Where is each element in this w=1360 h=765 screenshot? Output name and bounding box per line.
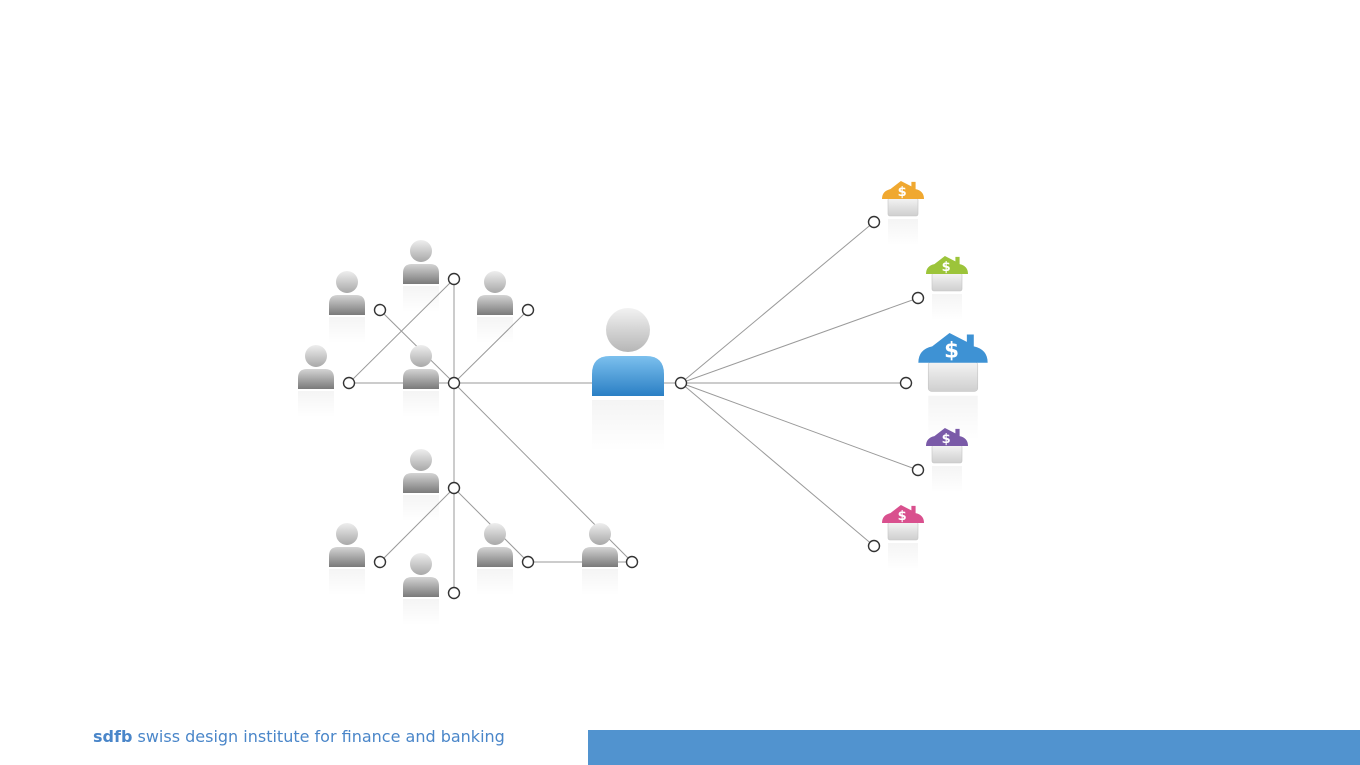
connector-node — [625, 555, 639, 569]
user-body — [403, 473, 439, 493]
icon-reflection — [329, 569, 365, 595]
house-body — [927, 361, 979, 392]
user-head — [606, 308, 650, 352]
house-roof — [882, 181, 924, 199]
icon-reflection — [888, 543, 918, 570]
dollar-symbol: $ — [942, 432, 951, 447]
icon-reflection — [582, 569, 618, 595]
peer-user-icon — [403, 553, 439, 625]
user-head — [410, 449, 432, 471]
user-body — [403, 264, 439, 284]
user-head — [410, 345, 432, 367]
connector-node — [342, 376, 356, 390]
peer-user-icon — [403, 240, 439, 312]
connector-node — [447, 586, 461, 600]
connector-node — [867, 539, 881, 553]
peer-user-icon — [582, 523, 618, 595]
user-body — [477, 295, 513, 315]
user-head — [410, 240, 432, 262]
user-head — [589, 523, 611, 545]
dollar-symbol: $ — [898, 509, 907, 524]
house-dollar-icon: $ — [882, 505, 924, 570]
house-roof — [882, 505, 924, 523]
house-dollar-icon: $ — [926, 256, 968, 321]
connector-node — [899, 376, 913, 390]
connector-node — [674, 376, 688, 390]
user-head — [484, 271, 506, 293]
house-roof — [926, 428, 968, 446]
icon-reflection — [403, 286, 439, 312]
brand-abbreviation: sdfb — [93, 727, 133, 746]
peer-user-icon — [298, 345, 334, 417]
icon-reflection — [592, 400, 664, 452]
connector-node — [373, 555, 387, 569]
central-user-icon — [592, 308, 664, 452]
icon-reflection — [329, 317, 365, 343]
connector-node — [521, 555, 535, 569]
house-roof — [918, 333, 988, 363]
footer-brand: sdfb swiss design institute for finance … — [93, 727, 505, 746]
connector-node — [867, 215, 881, 229]
brand-name: swiss design institute for finance and b… — [137, 727, 505, 746]
connector-line — [680, 221, 875, 384]
dollar-symbol: $ — [898, 185, 907, 200]
icon-reflection — [403, 495, 439, 521]
user-body — [403, 369, 439, 389]
footer-accent-bar — [588, 730, 1360, 765]
house-body — [887, 521, 919, 541]
house-dollar-icon: $ — [882, 181, 924, 246]
connector-node — [447, 272, 461, 286]
house-dollar-icon: $ — [926, 428, 968, 493]
connector-line — [453, 309, 529, 384]
connector-nodes — [342, 215, 925, 600]
icon-reflection — [932, 466, 962, 493]
connector-line — [680, 382, 875, 547]
user-body — [329, 547, 365, 567]
connector-node — [373, 303, 387, 317]
connector-node — [447, 376, 461, 390]
connector-line — [379, 487, 455, 563]
icon-reflection — [477, 569, 513, 595]
peer-user-icon — [403, 345, 439, 417]
connector-line — [680, 297, 919, 384]
connector-node — [447, 481, 461, 495]
user-head — [336, 271, 358, 293]
dollar-symbol: $ — [944, 338, 959, 363]
dollar-symbol: $ — [942, 260, 951, 275]
peer-user-icon — [329, 523, 365, 595]
peer-user-icon — [329, 271, 365, 343]
house-body — [931, 444, 963, 464]
house-roof — [926, 256, 968, 274]
user-head — [410, 553, 432, 575]
user-body — [582, 547, 618, 567]
user-head — [305, 345, 327, 367]
icon-reflection — [403, 599, 439, 625]
connector-node — [521, 303, 535, 317]
icon-reflection — [888, 219, 918, 246]
house-body — [931, 272, 963, 292]
user-head — [484, 523, 506, 545]
connector-lines — [348, 221, 919, 593]
user-head — [336, 523, 358, 545]
connector-node — [911, 291, 925, 305]
user-body — [477, 547, 513, 567]
house-dollar-icon: $ — [918, 333, 988, 441]
connector-node — [911, 463, 925, 477]
user-body — [403, 577, 439, 597]
house-body — [887, 197, 919, 217]
icon-reflection — [477, 317, 513, 343]
icon-reflection — [298, 391, 334, 417]
diagram-icons: $ $ $ $ $ — [298, 181, 988, 625]
icon-reflection — [932, 294, 962, 321]
user-body — [329, 295, 365, 315]
user-body — [298, 369, 334, 389]
user-body — [592, 356, 664, 396]
peer-user-icon — [403, 449, 439, 521]
peer-user-icon — [477, 523, 513, 595]
peer-user-icon — [477, 271, 513, 343]
icon-reflection — [403, 391, 439, 417]
connector-line — [680, 382, 919, 471]
